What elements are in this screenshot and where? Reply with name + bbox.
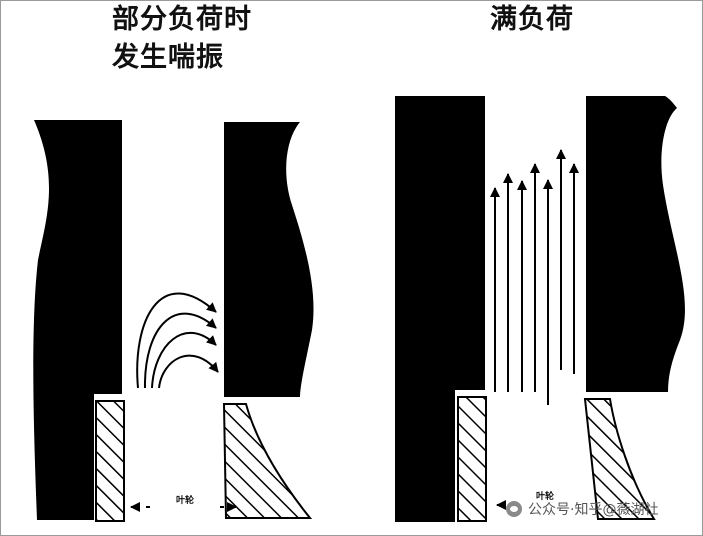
right-title: 满负荷 <box>490 4 574 35</box>
right-casing-wall-left <box>395 96 485 522</box>
right-diagram <box>395 96 685 522</box>
watermark-text: 公众号·知乎@薇湖社 <box>528 502 659 518</box>
right-casing-wall-right <box>586 96 685 392</box>
left-impeller-blade-right <box>222 403 313 519</box>
right-impeller-label: 叶轮 <box>536 492 555 502</box>
left-impeller-blade-left <box>95 400 125 522</box>
throughflow-arrows <box>490 149 579 405</box>
left-diagram <box>33 120 314 522</box>
watermark: 公众号·知乎@薇湖社 <box>506 499 658 519</box>
left-casing-wall-right <box>224 122 314 397</box>
wechat-icon <box>506 501 522 517</box>
left-title-line1: 部分负荷时 <box>112 4 252 35</box>
left-casing-wall-left <box>33 120 122 520</box>
right-impeller-blade-right <box>583 398 656 520</box>
left-impeller-label: 叶轮 <box>176 496 195 506</box>
recirculation-flow-arrows <box>136 292 219 389</box>
left-title-line2: 发生喘振 <box>112 42 224 73</box>
right-impeller-blade-left <box>457 396 487 522</box>
